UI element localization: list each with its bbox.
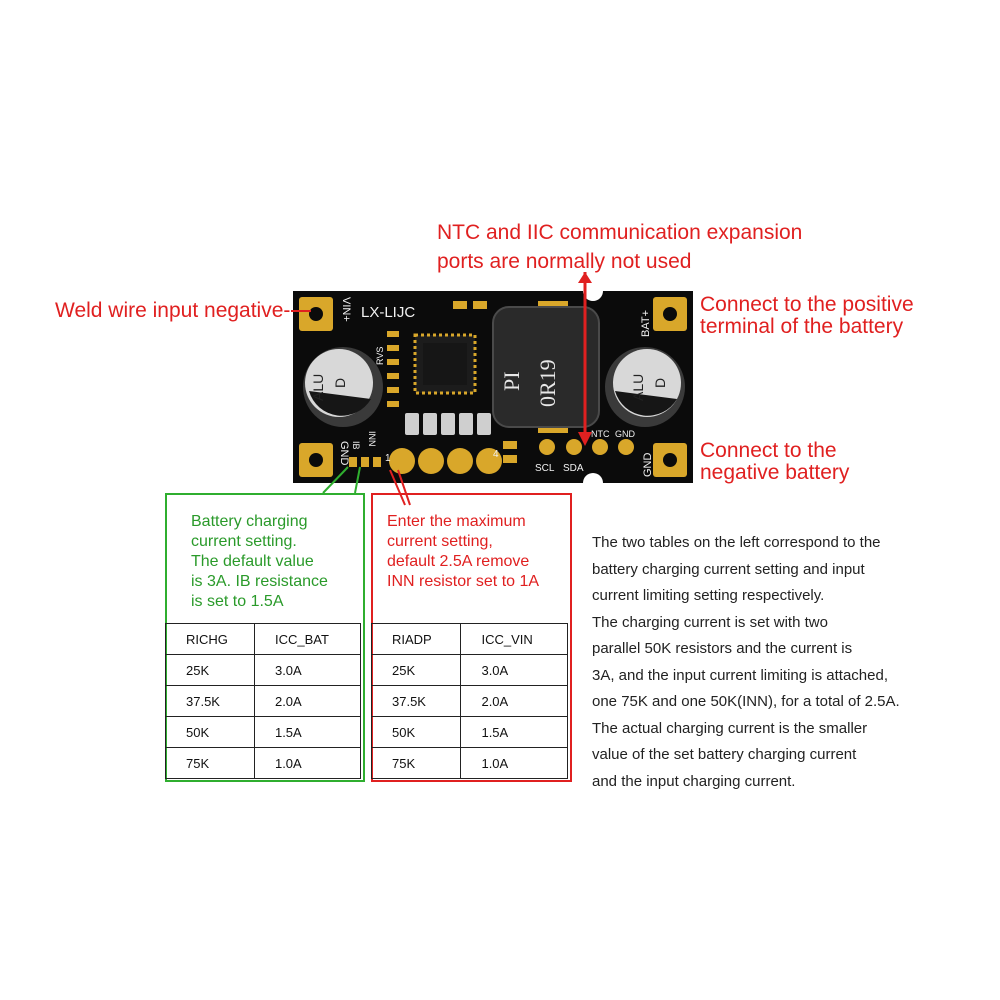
pin-four-label: 4 (493, 449, 499, 460)
ntc-iic-callout: NTC and IIC communication expansion port… (437, 218, 802, 276)
table-cell: 37.5K (165, 685, 255, 717)
table-row: 37.5K 2.0A (165, 685, 362, 717)
callout-line: ports are normally not used (437, 250, 692, 273)
inductor-label-2: 0R19 (535, 359, 560, 407)
callout-line: Connect to the positive (700, 293, 914, 316)
gnd-left-label: GND (338, 441, 350, 466)
note-line: current setting. (191, 533, 297, 550)
inn-label: INN (367, 431, 377, 447)
table-header-row: RICHG ICC_BAT (165, 623, 362, 655)
weld-callout: Weld wire input negative- (55, 299, 291, 322)
table-cell: 3.0A (253, 654, 362, 686)
note-line: current setting, (387, 533, 493, 550)
table-row: 50K 1.5A (370, 716, 568, 748)
table-cell: 75K (165, 747, 255, 779)
description-line: parallel 50K resistors and the current i… (592, 640, 853, 657)
pcb-board-image: ALU D ALU D LX-LIJC VIN+ BAT+ GND GND RV… (293, 291, 693, 483)
description-line: and the input charging current. (592, 772, 796, 790)
description-line: value of the set battery charging curren… (592, 746, 857, 763)
table-row: 37.5K 2.0A (370, 685, 568, 717)
description-line: one 75K and one 50K(INN), for a total of… (592, 693, 900, 710)
gnd-mid-label: GND (615, 429, 636, 439)
table-header-cell: RIADP (370, 623, 462, 655)
table-cell: 25K (165, 654, 255, 686)
table-header-cell: ICC_BAT (253, 623, 362, 655)
input-current-note: Enter the maximum current setting, defau… (387, 512, 539, 592)
note-line: is set to 1.5A (191, 593, 284, 610)
cap-left-d: D (332, 378, 348, 388)
gnd-right-label: GND (642, 453, 654, 478)
board-name: LX-LIJC (361, 304, 415, 321)
description-line: 3A, and the input current limiting is at… (592, 666, 889, 684)
callout-line: negative battery (700, 461, 850, 484)
table-cell: 3.0A (460, 654, 568, 686)
table-cell: 1.5A (460, 716, 568, 748)
description-line: The actual charging current is the small… (592, 719, 868, 737)
note-line: is 3A. IB resistance (191, 573, 328, 590)
cap-left-label: ALU (310, 374, 326, 401)
input-current-table: RIADP ICC_VIN 25K 3.0A 37.5K 2.0A 50K 1.… (370, 623, 568, 779)
positive-terminal-callout: Connect to the positive terminal of the … (700, 294, 914, 338)
callout-line: terminal of the battery (700, 315, 904, 338)
callout-line: Connect to the (700, 439, 837, 462)
vin-plus-label: VIN+ (340, 297, 352, 322)
note-line: Enter the maximum (387, 513, 526, 530)
table-row: 50K 1.5A (165, 716, 362, 748)
description-line: battery charging current setting and inp… (592, 560, 865, 578)
note-line: default 2.5A remove (387, 553, 530, 570)
ib-label: IB (351, 441, 361, 450)
note-line: The default value (191, 553, 314, 570)
description-text: The two tables on the left correspond to… (592, 530, 942, 795)
cap-right-d: D (652, 378, 668, 388)
description-line: The two tables on the left correspond to… (592, 534, 881, 551)
table-row: 75K 1.0A (370, 747, 568, 779)
table-cell: 1.5A (253, 716, 362, 748)
table-header-cell: ICC_VIN (460, 623, 568, 655)
table-header-row: RIADP ICC_VIN (370, 623, 568, 655)
description-line: The charging current is set with two (592, 613, 828, 631)
callout-line: NTC and IIC communication expansion (437, 221, 803, 244)
table-row: 75K 1.0A (165, 747, 362, 779)
scl-label: SCL (535, 463, 555, 474)
bat-plus-label: BAT+ (640, 310, 652, 337)
table-cell: 37.5K (370, 685, 462, 717)
table-cell: 50K (165, 716, 255, 748)
inductor-label-1: PI (499, 371, 524, 391)
table-cell: 1.0A (460, 747, 568, 779)
note-line: INN resistor set to 1A (387, 573, 540, 590)
cap-right-label: ALU (630, 374, 646, 401)
note-line: Battery charging (191, 513, 308, 530)
battery-charging-note: Battery charging current setting. The de… (191, 512, 328, 612)
negative-battery-callout: Connect to the negative battery (700, 440, 849, 484)
pin-one-label: 1 (385, 453, 391, 464)
table-row: 25K 3.0A (370, 654, 568, 686)
battery-current-table: RICHG ICC_BAT 25K 3.0A 37.5K 2.0A 50K 1.… (165, 623, 362, 779)
table-cell: 50K (370, 716, 462, 748)
table-cell: 75K (370, 747, 462, 779)
ntc-label: NTC (591, 429, 610, 439)
table-cell: 25K (370, 654, 462, 686)
rvs-label: RVS (375, 347, 385, 365)
table-row: 25K 3.0A (165, 654, 362, 686)
table-cell: 2.0A (253, 685, 362, 717)
sda-label: SDA (563, 463, 584, 474)
table-cell: 2.0A (460, 685, 568, 717)
table-header-cell: RICHG (165, 623, 255, 655)
table-cell: 1.0A (253, 747, 362, 779)
description-line: current limiting setting respectively. (592, 587, 825, 604)
